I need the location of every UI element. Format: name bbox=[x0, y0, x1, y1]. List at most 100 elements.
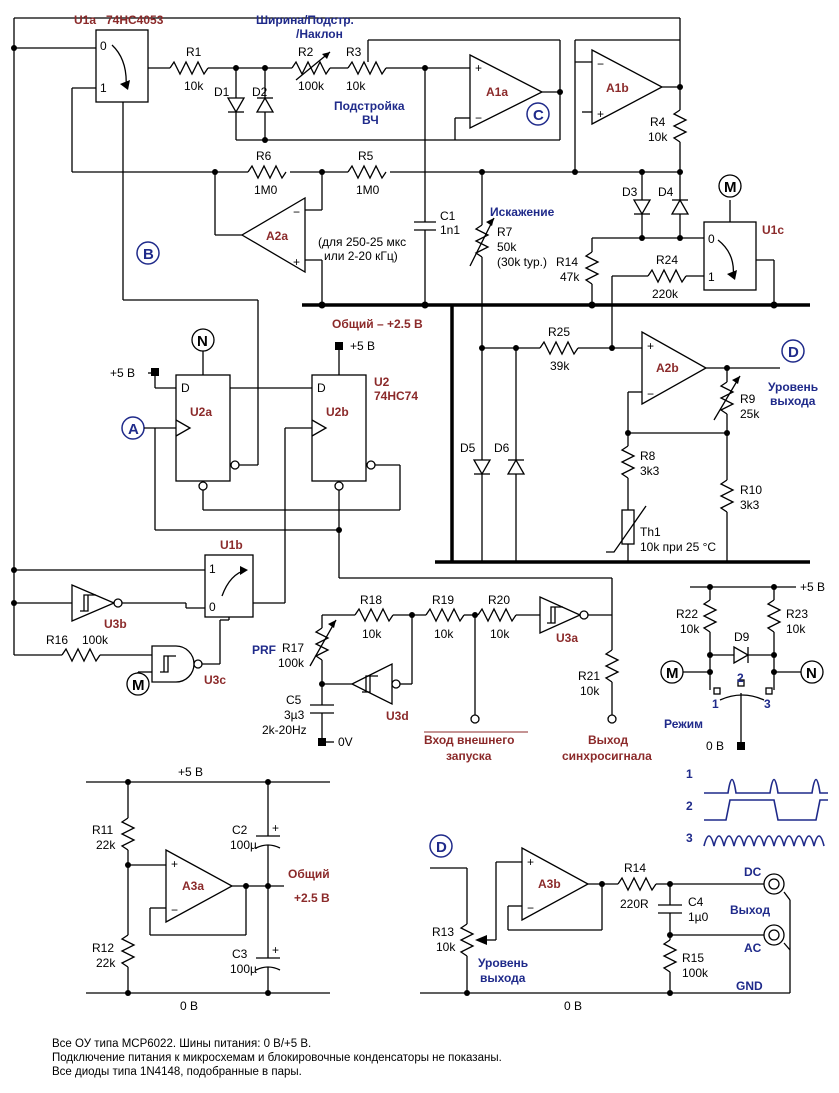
a2b-label: A2b bbox=[656, 361, 679, 375]
junction-dot bbox=[243, 883, 249, 889]
r9-resistor bbox=[719, 381, 735, 415]
r3-value: 10k bbox=[346, 79, 366, 93]
r9-label: R9 bbox=[740, 392, 756, 406]
r2-value: 100k bbox=[298, 79, 325, 93]
r3-label: R3 bbox=[346, 45, 362, 59]
u2-label: U2 bbox=[374, 375, 390, 389]
r15-value: 100k bbox=[682, 966, 709, 980]
d4-label: D4 bbox=[658, 185, 674, 199]
r21-resistor bbox=[604, 649, 620, 683]
u1b-label: U1b bbox=[220, 538, 243, 552]
clock-mark bbox=[311, 419, 328, 437]
r1-resistor bbox=[169, 60, 209, 76]
r11-resistor bbox=[120, 817, 136, 851]
r18-resistor bbox=[354, 607, 394, 623]
r14-value: 47k bbox=[560, 270, 580, 284]
junction-dot bbox=[318, 301, 326, 309]
a2b-opamp bbox=[641, 330, 708, 406]
r17-label: R17 bbox=[282, 641, 304, 655]
mode-label: Режим bbox=[664, 717, 703, 731]
d6-label: D6 bbox=[494, 441, 510, 455]
d4-diode bbox=[670, 198, 690, 215]
junction-dot bbox=[609, 345, 615, 351]
u1a-part-label: 74HC4053 bbox=[106, 13, 164, 27]
node-d-label: D bbox=[436, 839, 447, 856]
hf-trim-label: Подстройка bbox=[334, 99, 405, 113]
switch-contact[interactable] bbox=[713, 687, 721, 695]
minus-sign: − bbox=[597, 57, 604, 71]
r23-label: R23 bbox=[786, 607, 808, 621]
r14-label: R14 bbox=[556, 255, 578, 269]
footnote-line: Все ОУ типа MCP6022. Шины питания: 0 В/+… bbox=[52, 1038, 312, 1050]
u1c-label: U1c bbox=[762, 223, 784, 237]
u3b-label: U3b bbox=[104, 617, 127, 631]
r17-arrow bbox=[328, 620, 336, 628]
junction-dot bbox=[479, 345, 485, 351]
r12-resistor bbox=[120, 934, 136, 968]
range-label-2: или 2-20 кГц) bbox=[324, 249, 398, 263]
u3a-schmitt bbox=[539, 595, 582, 635]
inverter-bubble bbox=[334, 481, 344, 491]
switch-contact[interactable] bbox=[765, 687, 773, 695]
c2-value: 100µ bbox=[230, 838, 257, 852]
r22-resistor bbox=[702, 599, 718, 633]
footnote-line: Все диоды типа 1N4148, подобранные в пар… bbox=[52, 1066, 302, 1078]
mode-switch-arc[interactable] bbox=[719, 694, 765, 701]
r16-resistor bbox=[61, 647, 101, 663]
a3b-label: A3b bbox=[538, 877, 561, 891]
d1-label: D1 bbox=[214, 85, 230, 99]
wave-2-label: 2 bbox=[686, 799, 693, 813]
d2-label: D2 bbox=[252, 85, 268, 99]
d9-diode bbox=[733, 645, 750, 665]
plus5-label: +5 В bbox=[350, 339, 375, 353]
r13-wiper-arrow bbox=[475, 935, 487, 945]
switch-contact[interactable] bbox=[737, 679, 745, 687]
level-label-2: выхода bbox=[480, 971, 526, 985]
common-label: Общий bbox=[288, 867, 330, 881]
node-m-label: M bbox=[724, 179, 737, 196]
zero-volt-label: 0V bbox=[338, 735, 353, 749]
wave-2-square bbox=[704, 799, 828, 821]
footnote-line: Подключение питания к микросхемам и блок… bbox=[52, 1052, 502, 1064]
d-pin-label: D bbox=[181, 381, 190, 395]
plus5-label: +5 В bbox=[110, 366, 135, 380]
u3c-nand bbox=[151, 645, 195, 683]
junction-dot bbox=[572, 169, 578, 175]
r21-label: R21 bbox=[578, 669, 600, 683]
gnd-label: GND bbox=[736, 979, 763, 993]
junction-dot bbox=[707, 652, 713, 658]
r20-value: 10k bbox=[490, 627, 510, 641]
ext-trigger-label-2: запуска bbox=[446, 749, 492, 763]
junction-dot bbox=[125, 779, 131, 785]
r16-label: R16 bbox=[46, 633, 68, 647]
d5-label: D5 bbox=[460, 441, 476, 455]
node-m bbox=[718, 174, 742, 198]
r19-resistor bbox=[425, 607, 465, 623]
u3c-label: U3c bbox=[204, 673, 226, 687]
junction-dot bbox=[557, 89, 563, 95]
node-c-label: C bbox=[533, 107, 544, 124]
r15-label: R15 bbox=[682, 951, 704, 965]
sync-output-terminal[interactable] bbox=[607, 714, 617, 724]
r21-value: 10k bbox=[580, 684, 600, 698]
pin-1-label: 1 bbox=[209, 562, 216, 576]
r14b-value: 220R bbox=[620, 897, 649, 911]
inverter-bubble bbox=[391, 679, 401, 689]
inverter-bubble bbox=[113, 598, 123, 608]
th1-value: 10k при 25 °C bbox=[640, 540, 716, 554]
node-d bbox=[429, 834, 453, 858]
minus-sign: − bbox=[527, 901, 534, 915]
pin-0-label: 0 bbox=[209, 600, 216, 614]
switch-pos-1: 1 bbox=[712, 697, 719, 711]
node-m-label: M bbox=[132, 677, 145, 694]
junction-dot bbox=[262, 137, 268, 143]
ext-trigger-terminal[interactable] bbox=[470, 714, 480, 724]
c4-value: 1µ0 bbox=[688, 910, 709, 924]
node-n-label: N bbox=[197, 333, 208, 350]
r3-resistor bbox=[347, 60, 387, 76]
c1-value: 1n1 bbox=[440, 223, 460, 237]
r6-label: R6 bbox=[256, 149, 272, 163]
width-label: Ширина/Подстр. bbox=[256, 13, 354, 27]
ac-output-pin bbox=[768, 929, 780, 941]
